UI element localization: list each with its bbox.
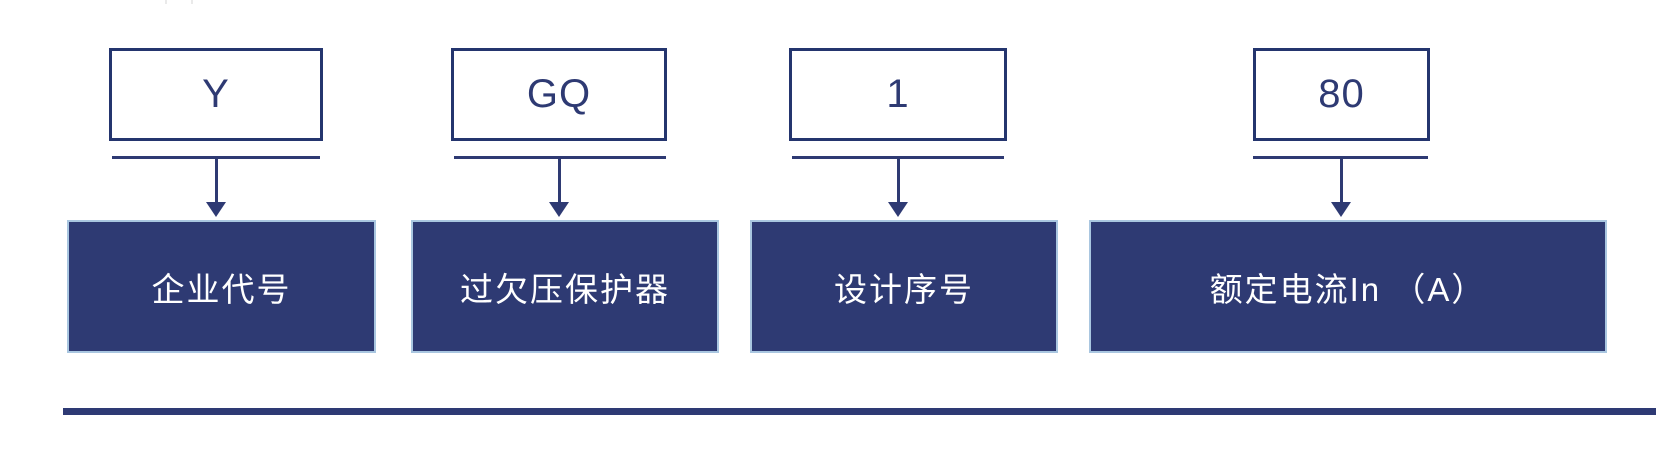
- label-bar: 企业代号: [67, 220, 376, 353]
- code-text: Y: [202, 72, 230, 116]
- arrow-down-icon: [549, 202, 569, 217]
- clipped-text-artifact: [165, 0, 210, 4]
- arrow-stem: [215, 159, 218, 204]
- code-text: 1: [886, 72, 910, 116]
- label-bar: 过欠压保护器: [411, 220, 719, 353]
- code-box: 80: [1253, 48, 1430, 141]
- connector-underline: [454, 156, 666, 159]
- code-box: 1: [789, 48, 1007, 141]
- code-text: 80: [1318, 72, 1365, 116]
- connector-underline: [1253, 156, 1428, 159]
- arrow-down-icon: [888, 202, 908, 217]
- code-text: GQ: [526, 72, 592, 116]
- label-text: 额定电流In （A）: [1209, 270, 1487, 308]
- label-text: 设计序号: [834, 270, 974, 308]
- divider-rule: [63, 408, 1656, 415]
- arrow-stem: [897, 159, 900, 204]
- arrow-stem: [558, 159, 561, 204]
- connector-underline: [112, 156, 320, 159]
- label-bar: 设计序号: [750, 220, 1058, 353]
- code-box: GQ: [451, 48, 667, 141]
- arrow-down-icon: [206, 202, 226, 217]
- label-text: 企业代号: [151, 270, 292, 308]
- label-bar: 额定电流In （A）: [1089, 220, 1607, 353]
- code-box: Y: [109, 48, 323, 141]
- arrow-down-icon: [1331, 202, 1351, 217]
- arrow-stem: [1340, 159, 1343, 204]
- label-text: 过欠压保护器: [460, 270, 670, 308]
- connector-underline: [792, 156, 1004, 159]
